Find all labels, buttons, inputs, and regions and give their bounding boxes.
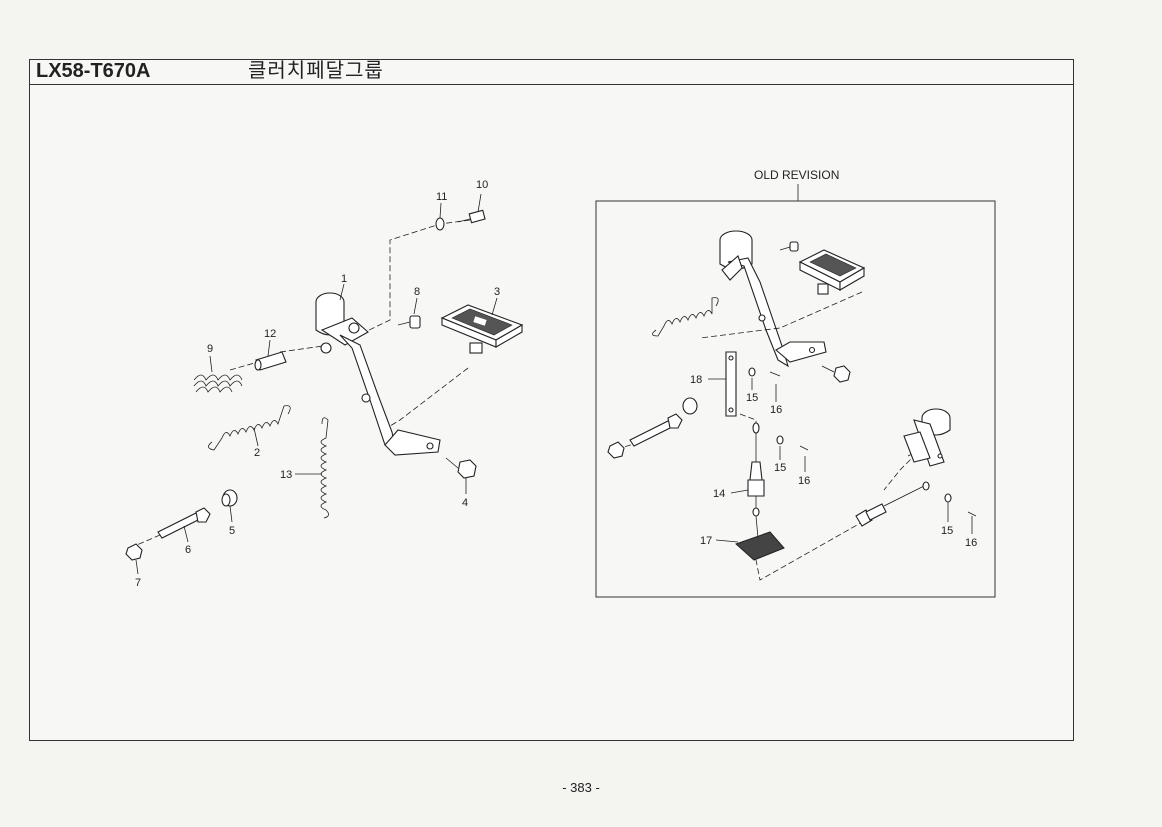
rev-assembly-line (883, 449, 921, 491)
assembly-line (229, 361, 259, 371)
rev-clutch-pedal (719, 230, 827, 368)
rev-assembly-line (739, 413, 757, 432)
rev-part-17-pad (735, 515, 785, 561)
main-assembly: 10 11 1 8 3 12 9 2 13 4 5 6 7 (125, 179, 524, 589)
callout-6: 6 (185, 544, 191, 556)
rev-long-bolt (629, 419, 675, 447)
rev-bolt-top (779, 241, 799, 252)
rev-nut (607, 441, 625, 459)
part-12-pin (254, 351, 287, 371)
callout-11: 11 (436, 191, 447, 203)
old-revision-assembly: OLD REVISION (595, 168, 996, 598)
callout-16: 16 (965, 537, 977, 549)
callout-7: 7 (135, 577, 141, 589)
callout-2: 2 (254, 447, 260, 459)
leader-lines (135, 193, 498, 575)
rev-washer-3 (944, 493, 952, 503)
old-revision-label: OLD REVISION (754, 168, 839, 182)
rev-bolt-head (667, 413, 683, 429)
old-revision-frame (595, 200, 996, 598)
part-4-bolt (445, 457, 477, 479)
part-10-bolt (457, 209, 486, 224)
part-5-bushing (221, 489, 238, 507)
part-1-clutch-pedal (315, 292, 441, 456)
rev-part-18-link-plate (725, 351, 737, 417)
assembly-line (379, 367, 469, 433)
rev-cable-right (855, 481, 930, 527)
part-3-pedal-pad (440, 304, 524, 354)
assembly-line (364, 219, 471, 333)
title-bar: LX58-T670A 클러치페달그룹 (30, 58, 1073, 85)
part-9-coil-spring (193, 374, 243, 393)
rev-leader-lines (708, 378, 973, 543)
callout-12: 12 (264, 328, 276, 340)
rev-bolt-right (833, 365, 851, 383)
callout-15: 15 (774, 462, 786, 474)
part-13-tension-spring (320, 417, 329, 519)
callout-18: 18 (690, 374, 702, 386)
callout-5: 5 (229, 525, 235, 537)
group-name: 클러치페달그룹 (248, 58, 384, 82)
rev-release-arm (903, 408, 951, 467)
callout-16: 16 (770, 404, 782, 416)
rev-assembly-line (755, 511, 881, 581)
rev-washer (748, 367, 756, 377)
callout-15: 15 (941, 525, 953, 537)
part-6-long-bolt (157, 507, 211, 539)
rev-split-pin-2 (799, 445, 809, 451)
rev-washer-2 (776, 435, 784, 445)
callout-10: 10 (476, 179, 488, 191)
part-7-nut (125, 543, 143, 561)
callout-9: 9 (207, 343, 213, 355)
part-2-tension-spring (208, 405, 291, 451)
rev-tension-spring (652, 297, 719, 337)
callout-16: 16 (798, 475, 810, 487)
page-number: - 383 - (562, 780, 600, 795)
callout-13: 13 (280, 469, 292, 481)
callout-4: 4 (462, 497, 468, 509)
rev-part-14-cable (747, 422, 765, 517)
part-11-washer (435, 217, 445, 231)
rev-bushing (682, 397, 698, 415)
callout-15: 15 (746, 392, 758, 404)
model-code: LX58-T670A (36, 60, 151, 82)
callout-1: 1 (341, 273, 347, 285)
callout-3: 3 (494, 286, 500, 298)
rev-split-pin-3 (967, 511, 977, 517)
callout-8: 8 (414, 286, 420, 298)
rev-pedal-pad (798, 249, 866, 295)
rev-split-pin (769, 371, 781, 377)
callout-14: 14 (713, 488, 725, 500)
part-8-bolt (397, 315, 421, 329)
parts-diagram-sheet: LX58-T670A 클러치페달그룹 (29, 58, 1074, 741)
rev-assembly-line (699, 291, 863, 339)
callout-17: 17 (700, 535, 712, 547)
